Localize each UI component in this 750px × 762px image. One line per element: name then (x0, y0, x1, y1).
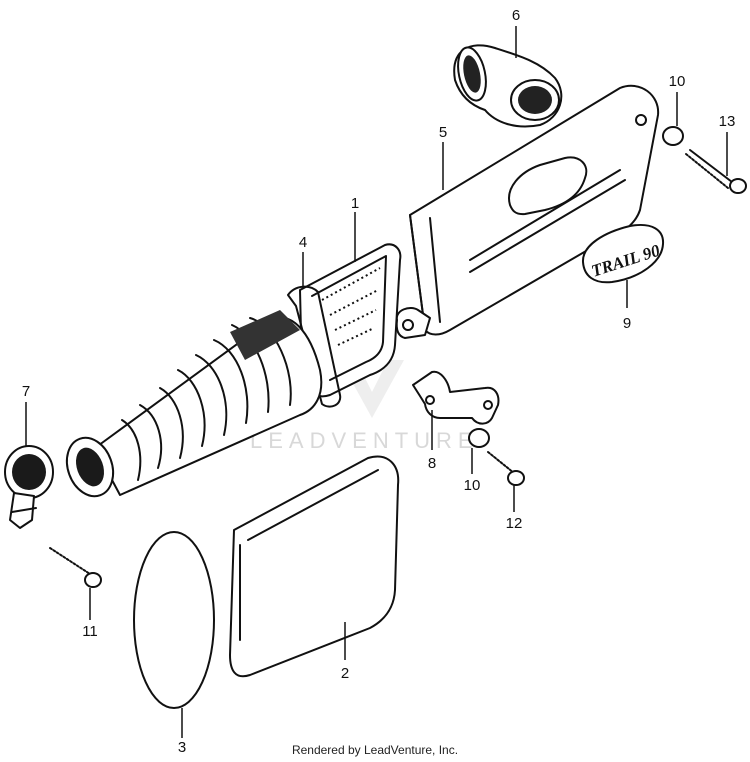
callout-labels: 1 2 3 4 5 6 7 8 9 10 10 11 12 13 (22, 7, 736, 756)
part-4-gasket (287, 285, 342, 408)
callout-12: 12 (506, 515, 523, 532)
intake-tube (65, 310, 323, 498)
callout-7: 7 (22, 383, 30, 400)
callout-6: 6 (512, 7, 520, 24)
callout-2: 2 (341, 665, 349, 682)
callout-1: 1 (351, 195, 359, 212)
part-12-bolt (487, 451, 525, 486)
part-7-clamp (4, 445, 54, 529)
part-2-filter (229, 455, 400, 678)
footer-credit: Rendered by LeadVenture, Inc. (291, 743, 459, 757)
callout-9: 9 (623, 315, 631, 332)
part-1-element-frame (299, 243, 402, 398)
watermark-text: LEADVENTURE (250, 428, 479, 453)
callout-11: 11 (82, 623, 98, 640)
part-11-bolt (49, 547, 102, 588)
callout-10-lower: 10 (464, 477, 481, 494)
part-13-bolt (685, 149, 747, 194)
part-10-washer-lower (468, 428, 490, 448)
leader-lines (25, 26, 728, 738)
callout-10-upper: 10 (669, 73, 686, 90)
part-3-o-ring (133, 531, 215, 709)
callout-13: 13 (719, 113, 736, 130)
callout-5: 5 (439, 124, 447, 141)
callout-3: 3 (178, 739, 186, 756)
part-8-bracket (412, 370, 500, 425)
part-10-washer-upper (662, 126, 684, 146)
part-5-case (395, 84, 660, 339)
callout-8: 8 (428, 455, 436, 472)
callout-4: 4 (299, 234, 307, 251)
part-6-elbow (453, 44, 563, 128)
